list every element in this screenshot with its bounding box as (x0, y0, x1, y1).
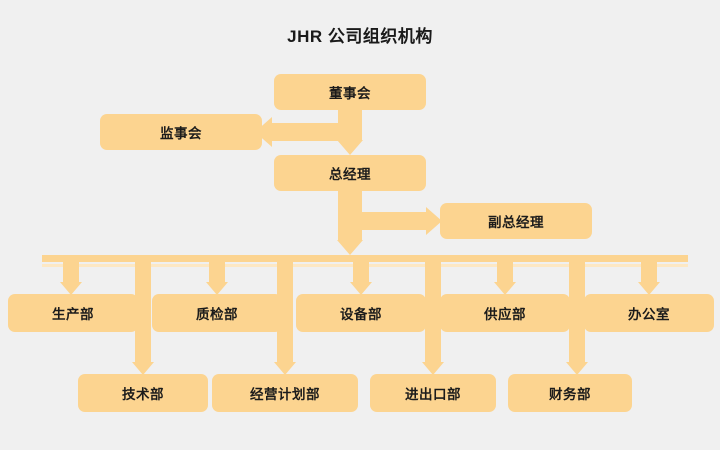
node-quality[interactable]: 质检部 (152, 294, 282, 332)
node-planning[interactable]: 经营计划部 (212, 374, 358, 412)
node-production-label: 生产部 (52, 307, 94, 322)
node-import-export-label: 进出口部 (405, 387, 461, 402)
node-supervisors[interactable]: 监事会 (100, 114, 262, 150)
node-supply-label: 供应部 (484, 307, 526, 322)
node-quality-label: 质检部 (196, 307, 238, 322)
node-office-label: 办公室 (628, 307, 670, 322)
arrow-bus-to-production (60, 282, 82, 295)
connector-gm-to-bus-stem (338, 191, 362, 240)
node-finance[interactable]: 财务部 (508, 374, 632, 412)
node-deputy-gm[interactable]: 副总经理 (440, 203, 592, 239)
connector-bus-to-equipment (353, 262, 369, 282)
connector-gm-to-deputy-bar (360, 212, 426, 230)
page-title: JHR 公司组织机构 (287, 27, 433, 46)
node-board-label: 董事会 (329, 86, 371, 101)
connector-horizontal-bus (42, 255, 688, 262)
arrow-bus-to-quality (206, 282, 228, 295)
node-gm[interactable]: 总经理 (274, 155, 426, 191)
node-equipment-label: 设备部 (340, 307, 382, 322)
node-office[interactable]: 办公室 (584, 294, 714, 332)
arrow-bus-to-supply (494, 282, 516, 295)
node-production[interactable]: 生产部 (8, 294, 138, 332)
connector-gm-to-supervisors-bar (272, 123, 340, 141)
arrow-bus-to-office (638, 282, 660, 295)
connector-bus-to-import-export (425, 262, 441, 362)
connector-bus-to-supply (497, 262, 513, 282)
node-planning-label: 经营计划部 (250, 387, 320, 402)
node-board[interactable]: 董事会 (274, 74, 426, 110)
connector-bus-to-production (63, 262, 79, 282)
arrow-bus-to-equipment (350, 282, 372, 295)
node-deputy-gm-label: 副总经理 (488, 215, 544, 230)
node-import-export[interactable]: 进出口部 (370, 374, 496, 412)
node-technology-label: 技术部 (122, 387, 164, 402)
connector-bus-to-office (641, 262, 657, 282)
arrow-bus-to-technology (132, 362, 154, 375)
arrow-to-deputy-gm (426, 207, 442, 235)
connector-bus-to-quality (209, 262, 225, 282)
node-technology[interactable]: 技术部 (78, 374, 208, 412)
arrow-board-to-gm (337, 140, 363, 155)
connector-bus-to-planning (277, 262, 293, 362)
arrow-bus-to-planning (274, 362, 296, 375)
node-gm-label: 总经理 (329, 167, 371, 182)
node-supply[interactable]: 供应部 (440, 294, 570, 332)
connector-board-to-gm-stem (338, 110, 362, 140)
node-equipment[interactable]: 设备部 (296, 294, 426, 332)
node-finance-label: 财务部 (549, 387, 591, 402)
arrow-bus-to-import-export (422, 362, 444, 375)
connector-bus-to-finance (569, 262, 585, 362)
connector-bus-to-technology (135, 262, 151, 362)
arrow-gm-to-bus (337, 240, 363, 255)
node-supervisors-label: 监事会 (160, 126, 202, 141)
arrow-bus-to-finance (566, 362, 588, 375)
